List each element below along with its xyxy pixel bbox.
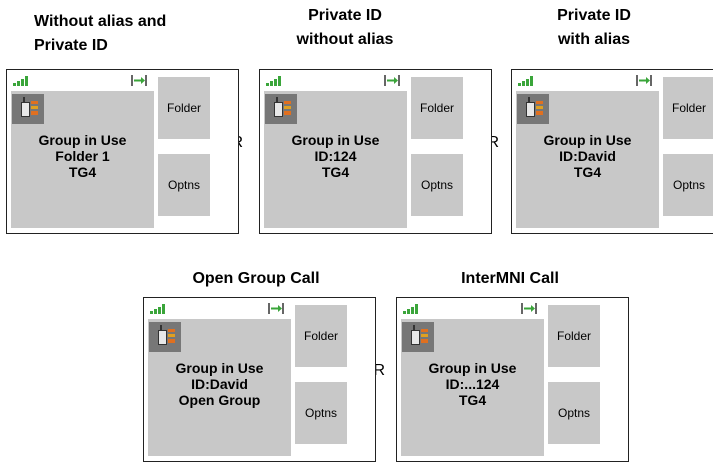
caption-open-group-call: Open Group Call (156, 267, 356, 291)
talkgroup-line: TG4 (458, 392, 487, 408)
caption-intermni-call: InterMNI Call (410, 267, 610, 291)
signal-strength-icon (518, 76, 534, 86)
radio-handset-icon (12, 94, 44, 124)
status-line: Group in Use (291, 132, 380, 148)
status-line: Group in Use (543, 132, 632, 148)
signal-strength-icon (403, 304, 419, 314)
status-line: Group in Use (175, 360, 264, 376)
radio-handset-icon (265, 94, 297, 124)
screen-text: Group in Use Folder 1 TG4 (11, 132, 154, 180)
options-softkey[interactable]: Optns (411, 154, 463, 216)
talkgroup-line: TG4 (573, 164, 602, 180)
folder-line: Folder 1 (55, 148, 110, 164)
radio-screen-private-id-with-alias: Group in Use ID:David TG4 Folder Optns (511, 69, 713, 234)
caption-line: with alias (557, 31, 631, 48)
folder-softkey[interactable]: Folder (158, 77, 210, 139)
id-line: ID:124 (314, 148, 357, 164)
caption-line: Open Group Call (192, 270, 320, 287)
options-softkey[interactable]: Optns (548, 382, 600, 444)
caption-private-id-without-alias: Private ID without alias (270, 4, 420, 52)
talkgroup-line: TG4 (68, 164, 97, 180)
screen-text: Group in Use ID:David TG4 (516, 132, 659, 180)
radio-screen-private-id-without-alias: Group in Use ID:124 TG4 Folder Optns (259, 69, 492, 234)
options-softkey[interactable]: Optns (158, 154, 210, 216)
group-line: Open Group (178, 392, 261, 408)
screen-text: Group in Use ID:...124 TG4 (401, 360, 544, 408)
caption-line: Private ID (557, 7, 631, 24)
talkgroup-line: TG4 (321, 164, 350, 180)
status-line: Group in Use (38, 132, 127, 148)
transfer-arrow-icon (636, 75, 652, 86)
radio-handset-icon (517, 94, 549, 124)
radio-screen-without-alias: Group in Use Folder 1 TG4 Folder Optns (6, 69, 239, 234)
caption-line: InterMNI Call (461, 270, 559, 287)
folder-softkey[interactable]: Folder (663, 77, 713, 139)
options-softkey[interactable]: Optns (295, 382, 347, 444)
signal-strength-icon (266, 76, 282, 86)
id-line: ID:David (191, 376, 248, 392)
folder-softkey[interactable]: Folder (548, 305, 600, 367)
radio-handset-icon (149, 322, 181, 352)
caption-private-id-with-alias: Private ID with alias (519, 4, 669, 52)
id-line: ID:...124 (445, 376, 500, 392)
caption-line: Private ID (308, 7, 382, 24)
radio-screen-open-group-call: Group in Use ID:David Open Group Folder … (143, 297, 376, 462)
status-line: Group in Use (428, 360, 517, 376)
folder-softkey[interactable]: Folder (411, 77, 463, 139)
screen-text: Group in Use ID:124 TG4 (264, 132, 407, 180)
transfer-arrow-icon (384, 75, 400, 86)
caption-line: without alias (296, 31, 394, 48)
screen-text: Group in Use ID:David Open Group (148, 360, 291, 408)
signal-strength-icon (150, 304, 166, 314)
transfer-arrow-icon (521, 303, 537, 314)
transfer-arrow-icon (131, 75, 147, 86)
transfer-arrow-icon (268, 303, 284, 314)
signal-strength-icon (13, 76, 29, 86)
caption-line: Private ID (34, 37, 108, 54)
options-softkey[interactable]: Optns (663, 154, 713, 216)
radio-screen-intermni-call: Group in Use ID:...124 TG4 Folder Optns (396, 297, 629, 462)
caption-line: Without alias and (34, 13, 167, 30)
caption-without-alias: Without alias and Private ID (34, 10, 166, 58)
radio-handset-icon (402, 322, 434, 352)
folder-softkey[interactable]: Folder (295, 305, 347, 367)
id-line: ID:David (559, 148, 616, 164)
